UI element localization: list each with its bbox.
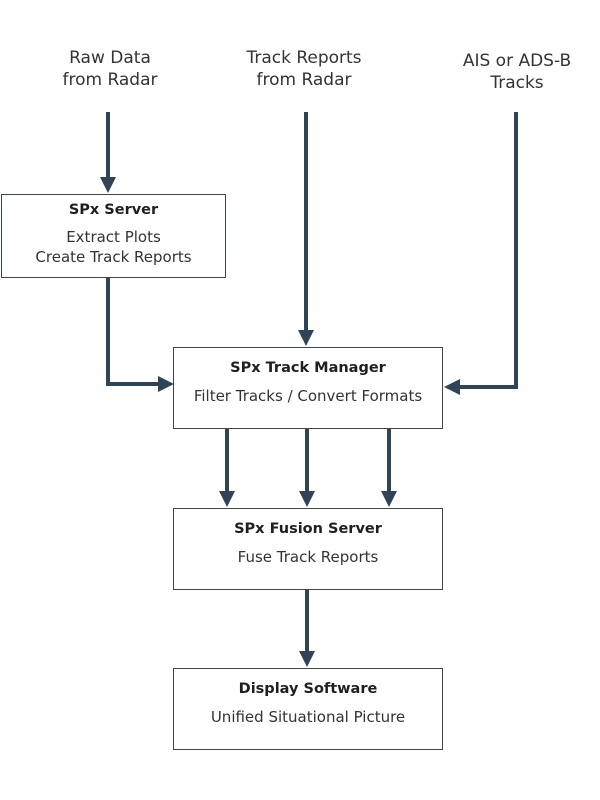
arrow-spx-server-to-track-manager [106, 278, 174, 392]
track-manager-line-1: Filter Tracks / Convert Formats [193, 387, 423, 405]
input-track-reports-line-1: Track Reports [246, 48, 362, 68]
spx-server-line-1: Extract Plots [66, 228, 161, 246]
input-ais-adsb-line-2: Tracks [490, 73, 544, 93]
spx-server-box: SPx Server Extract Plots Create Track Re… [1, 194, 226, 278]
spx-fusion-server-box: SPx Fusion Server Fuse Track Reports [173, 508, 443, 590]
display-software-line-1: Unified Situational Picture [210, 708, 406, 726]
input-track-reports-label: Track Reports from Radar [234, 47, 374, 91]
fusion-server-line-1: Fuse Track Reports [237, 548, 379, 566]
input-raw-data-line-2: from Radar [62, 70, 158, 90]
input-raw-data-label: Raw Data from Radar [50, 47, 170, 91]
input-track-reports-line-2: from Radar [256, 70, 352, 90]
fusion-server-title: SPx Fusion Server [234, 521, 382, 537]
input-raw-data-line-1: Raw Data [69, 48, 151, 68]
display-software-box: Display Software Unified Situational Pic… [173, 668, 443, 750]
input-ais-adsb-label: AIS or ADS-B Tracks [450, 50, 584, 94]
arrow-ais-adsb-to-track-manager [444, 112, 518, 395]
display-software-title: Display Software [238, 681, 378, 697]
spx-server-line-2: Create Track Reports [35, 248, 192, 266]
input-ais-adsb-line-1: AIS or ADS-B [462, 51, 572, 71]
spx-track-manager-box: SPx Track Manager Filter Tracks / Conver… [173, 347, 443, 429]
track-manager-title: SPx Track Manager [230, 360, 386, 376]
spx-server-title: SPx Server [68, 202, 159, 218]
